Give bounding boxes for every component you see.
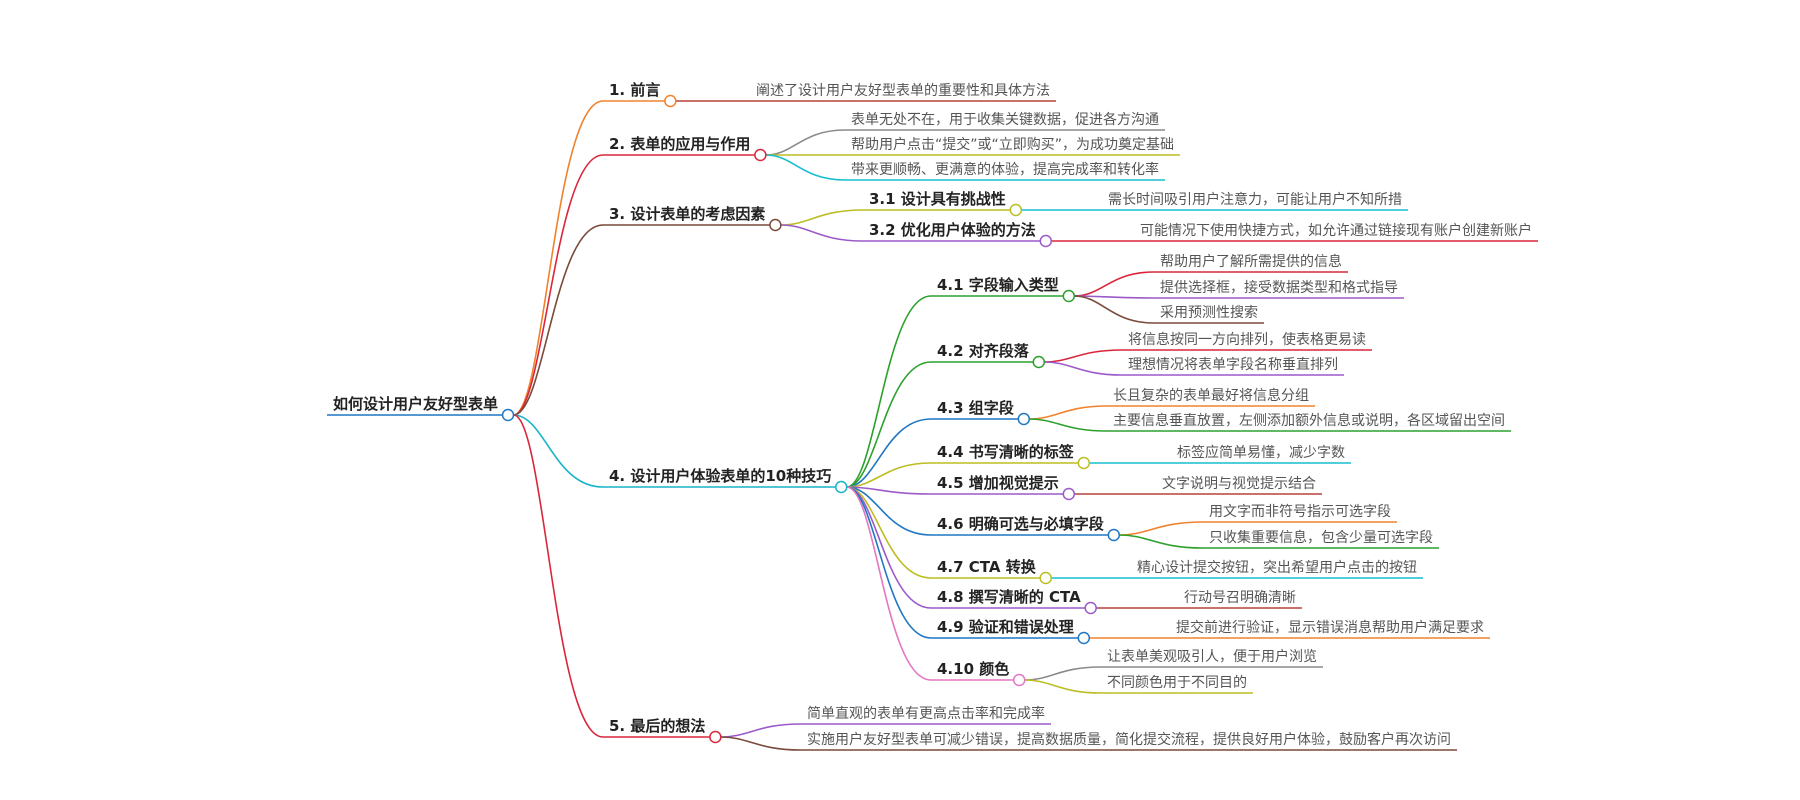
branch-4-sub-3-leaf-2-label: 主要信息垂直放置，左侧添加额外信息或说明，各区域留出空间	[1113, 412, 1505, 429]
branch-2-toggle-dot[interactable]	[754, 148, 767, 162]
branch-4-sub-5-leaf-1-label: 文字说明与视觉提示结合	[1162, 476, 1316, 492]
branch-4-sub-9-connector	[846, 486, 932, 639]
branch-4-sub-3-label: 4.3 组字段	[937, 399, 1014, 417]
branch-4-sub-6-leaf-1-connector	[1119, 521, 1204, 536]
branch-4-sub-5-label: 4.5 增加视觉提示	[937, 474, 1059, 492]
branch-4-sub-8-label: 4.8 撰写清晰的 CTA	[937, 588, 1081, 606]
branch-4-sub-2-label: 4.2 对齐段落	[937, 342, 1030, 360]
branch-2-leaf-1-connector	[765, 129, 846, 156]
branch-3-sub-2-label: 3.2 优化用户体验的方法	[869, 221, 1036, 239]
branch-4-sub-8-leaf-1-label: 行动号召明确清晰	[1184, 590, 1296, 606]
branch-3-sub-1-toggle-dot[interactable]	[1009, 203, 1023, 217]
branch-3-connector	[513, 224, 604, 416]
branch-4-sub-10-label: 4.10 颜色	[937, 660, 1009, 678]
branch-4-sub-6-label: 4.6 明确可选与必填字段	[937, 515, 1104, 533]
branch-3-sub-2-connector	[780, 224, 864, 242]
branch-4-sub-1-leaf-3-connector	[1074, 295, 1155, 324]
branch-5-leaf-2-label: 实施用户友好型表单可减少错误，提高数据质量，简化提交流程，提供良好用户体验，鼓励…	[807, 731, 1451, 748]
branch-3-sub-1-connector	[780, 209, 864, 226]
branch-4-toggle-dot[interactable]	[834, 480, 848, 494]
branch-4-sub-1-leaf-1-label: 帮助用户了解所需提供的信息	[1160, 253, 1342, 270]
branch-4-sub-3-leaf-1-connector	[1029, 405, 1108, 420]
branch-5-toggle-dot[interactable]	[709, 730, 722, 744]
branch-1-connector	[513, 100, 604, 416]
branch-1-toggle-dot[interactable]	[664, 94, 677, 108]
branch-2-leaf-1-label: 表单无处不在，用于收集关键数据，促进各方沟通	[851, 111, 1159, 128]
branch-4-sub-5-connector	[846, 486, 932, 495]
branch-4-sub-3-connector	[846, 418, 932, 488]
branch-4-sub-4-toggle-dot[interactable]	[1077, 456, 1091, 470]
branch-2-label: 2. 表单的应用与作用	[609, 135, 750, 153]
branch-4-label: 4. 设计用户体验表单的10种技巧	[609, 467, 831, 485]
branch-4-sub-10-connector	[846, 486, 932, 681]
mindmap-edges	[513, 100, 1204, 751]
branch-4-sub-2-leaf-1-label: 将信息按同一方向排列，使表格更易读	[1128, 331, 1366, 348]
branch-3-sub-2-leaf-1-label: 可能情况下使用快捷方式，如允许通过链接现有账户创建新账户	[1140, 222, 1532, 239]
branch-5-leaf-1-connector	[720, 723, 802, 738]
branch-4-sub-8-toggle-dot[interactable]	[1084, 601, 1097, 615]
branch-2-leaf-3-connector	[765, 154, 846, 181]
branch-4-sub-9-toggle-dot[interactable]	[1077, 631, 1091, 645]
branch-4-sub-2-leaf-2-label: 理想情况将表单字段名称垂直排列	[1128, 356, 1338, 373]
branch-5-leaf-1-label: 简单直观的表单有更高点击率和完成率	[807, 705, 1045, 722]
branch-4-sub-2-connector	[846, 361, 932, 488]
mindmap-node-dots	[501, 94, 1121, 744]
mindmap-underlines	[327, 100, 1538, 751]
branch-4-sub-5-toggle-dot[interactable]	[1062, 487, 1076, 501]
branch-3-toggle-dot[interactable]	[769, 218, 782, 232]
branch-4-sub-3-leaf-1-label: 长且复杂的表单最好将信息分组	[1113, 387, 1309, 404]
branch-4-sub-1-leaf-3-label: 采用预测性搜索	[1160, 304, 1258, 321]
branch-4-sub-7-toggle-dot[interactable]	[1039, 571, 1052, 585]
branch-4-sub-9-label: 4.9 验证和错误处理	[937, 618, 1074, 636]
branch-4-connector	[513, 414, 604, 488]
branch-2-leaf-2-label: 帮助用户点击“提交”或“立即购买”，为成功奠定基础	[851, 136, 1174, 153]
branch-4-sub-6-toggle-dot[interactable]	[1107, 528, 1121, 542]
branch-1-label: 1. 前言	[609, 81, 660, 99]
branch-4-sub-4-connector	[846, 462, 932, 488]
branch-4-sub-6-leaf-2-label: 只收集重要信息，包含少量可选字段	[1209, 529, 1433, 546]
branch-4-sub-7-label: 4.7 CTA 转换	[937, 558, 1037, 576]
branch-5-label: 5. 最后的想法	[609, 717, 705, 735]
branch-1-leaf-1-label: 阐述了设计用户友好型表单的重要性和具体方法	[756, 82, 1050, 99]
branch-4-sub-4-leaf-1-label: 标签应简单易懂，减少字数	[1177, 444, 1345, 461]
branch-3-sub-2-toggle-dot[interactable]	[1039, 234, 1053, 248]
branch-4-sub-7-leaf-1-label: 精心设计提交按钮，突出希望用户点击的按钮	[1137, 559, 1417, 576]
branch-4-sub-6-connector	[846, 486, 932, 536]
branch-5-leaf-2-connector	[720, 736, 802, 751]
branch-4-sub-3-toggle-dot[interactable]	[1017, 412, 1031, 426]
branch-4-sub-1-connector	[846, 295, 932, 488]
branch-3-sub-1-leaf-1-label: 需长时间吸引用户注意力，可能让用户不知所措	[1108, 191, 1402, 208]
branch-4-sub-2-toggle-dot[interactable]	[1032, 355, 1046, 369]
branch-4-sub-2-leaf-2-connector	[1044, 361, 1123, 376]
branch-4-sub-10-leaf-1-label: 让表单美观吸引人，便于用户浏览	[1107, 648, 1317, 665]
branch-4-sub-6-leaf-2-connector	[1119, 534, 1204, 549]
branch-2-connector	[513, 154, 604, 416]
branch-4-sub-1-toggle-dot[interactable]	[1062, 289, 1076, 303]
root-toggle-dot[interactable]	[501, 408, 515, 422]
branch-3-label: 3. 设计表单的考虑因素	[609, 205, 765, 223]
branch-4-sub-1-label: 4.1 字段输入类型	[937, 276, 1059, 294]
branch-4-sub-8-connector	[846, 486, 932, 609]
root-node-label: 如何设计用户友好型表单	[333, 395, 498, 413]
branch-4-sub-3-leaf-2-connector	[1029, 418, 1108, 432]
branch-4-sub-10-leaf-1-connector	[1024, 666, 1102, 681]
branch-4-sub-6-leaf-1-label: 用文字而非符号指示可选字段	[1209, 504, 1391, 520]
branch-4-sub-1-leaf-1-connector	[1074, 271, 1155, 297]
mindmap-labels: 如何设计用户友好型表单 1. 前言 阐述了设计用户友好型表单的重要性和具体方法 2. …	[333, 81, 1532, 748]
branch-5-connector	[513, 414, 604, 738]
branch-4-sub-2-leaf-1-connector	[1044, 349, 1123, 363]
branch-4-sub-4-label: 4.4 书写清晰的标签	[937, 443, 1075, 461]
branch-4-sub-9-leaf-1-label: 提交前进行验证，显示错误消息帮助用户满足要求	[1176, 619, 1484, 636]
branch-4-sub-1-leaf-2-label: 提供选择框，接受数据类型和格式指导	[1160, 279, 1398, 296]
branch-4-sub-10-leaf-2-label: 不同颜色用于不同目的	[1107, 674, 1247, 691]
branch-4-sub-10-leaf-2-connector	[1024, 679, 1102, 694]
branch-3-sub-1-label: 3.1 设计具有挑战性	[869, 190, 1006, 208]
branch-4-sub-10-toggle-dot[interactable]	[1012, 673, 1026, 687]
branch-2-leaf-3-label: 带来更顺畅、更满意的体验，提高完成率和转化率	[851, 161, 1159, 178]
